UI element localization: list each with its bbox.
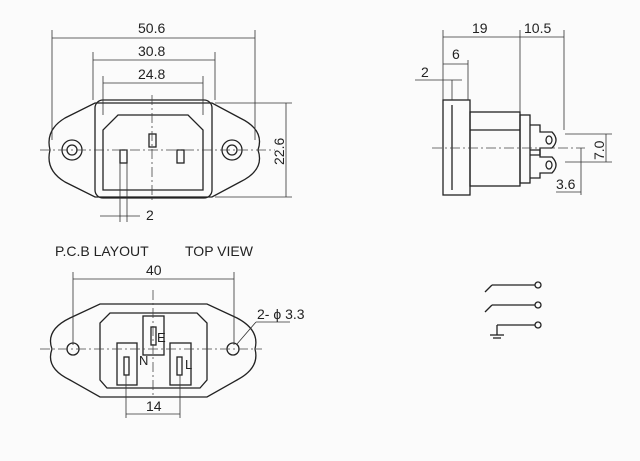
label-live: L xyxy=(185,357,192,372)
pin-live xyxy=(176,149,185,164)
side-body xyxy=(469,111,521,187)
dim-holes: 2- ϕ 3.3 xyxy=(257,306,305,322)
pcb-layout-title: P.C.B LAYOUT xyxy=(55,243,149,259)
front-view: 50.6 30.8 24.8 22.6 2 xyxy=(40,20,292,223)
pad-neutral xyxy=(116,342,138,386)
dim-flange-thickness: 2 xyxy=(421,64,429,80)
dim-terminal-length: 10.5 xyxy=(524,20,551,36)
pad-live xyxy=(169,342,192,386)
dim-pin-spacing: 14 xyxy=(146,398,162,414)
dim-hole-spacing: 40 xyxy=(146,262,162,278)
pcb-layout: P.C.B LAYOUT TOP VIEW E N L 40 14 2- ϕ 3… xyxy=(40,243,305,418)
label-neutral: N xyxy=(139,353,148,368)
dim-height: 22.6 xyxy=(271,138,287,165)
pcb-socket-outline xyxy=(99,312,208,389)
body-outline xyxy=(94,99,213,199)
dim-pin-width: 2 xyxy=(146,207,154,223)
pcb-outline xyxy=(49,303,257,398)
dim-flange-depth: 6 xyxy=(452,46,460,62)
top-view-title: TOP VIEW xyxy=(185,243,254,259)
label-earth: E xyxy=(157,330,166,345)
side-flange xyxy=(442,99,471,196)
dim-depth: 19 xyxy=(472,20,488,36)
dim-overall-width: 50.6 xyxy=(138,20,165,36)
side-view: 19 10.5 6 2 7.0 3.6 xyxy=(415,20,612,196)
dim-body-width: 30.8 xyxy=(138,43,165,59)
pin-earth xyxy=(148,133,157,148)
pad-earth xyxy=(142,315,165,356)
flange-outline xyxy=(48,102,261,198)
socket-outline xyxy=(102,114,204,191)
pin-neutral xyxy=(119,149,128,164)
schematic-symbol xyxy=(484,281,542,339)
dim-terminal-pitch: 7.0 xyxy=(591,140,607,160)
dim-terminal-offset: 3.6 xyxy=(556,176,576,192)
dim-socket-width: 24.8 xyxy=(138,66,165,82)
